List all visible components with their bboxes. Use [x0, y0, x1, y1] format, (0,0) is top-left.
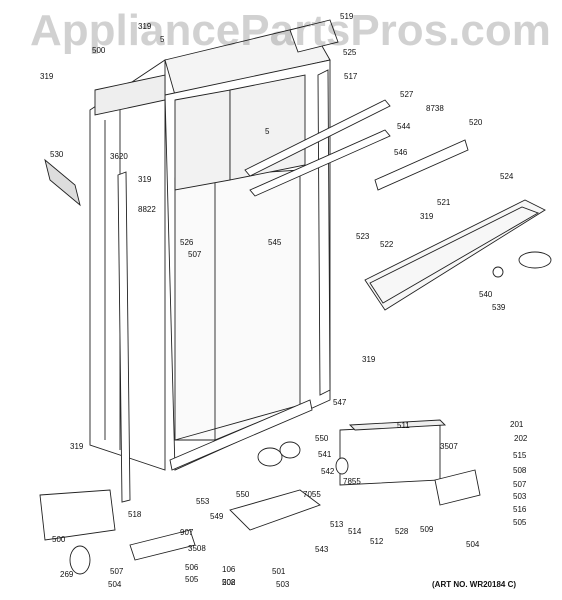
part-label: 545 [268, 238, 282, 247]
part-label: 319 [138, 175, 152, 184]
part-label: 543 [315, 545, 329, 554]
bracket-500 [39, 489, 116, 541]
part-label: 507 [188, 250, 202, 259]
part-label: 515 [513, 451, 527, 460]
trim-strip-518 [117, 171, 131, 503]
part-label: 512 [370, 537, 384, 546]
part-label: 507 [513, 480, 527, 489]
side-rail [289, 19, 339, 396]
part-label: 550 [236, 490, 250, 499]
part-label: 523 [356, 232, 370, 241]
part-label: 506 [185, 563, 199, 572]
part-label: 517 [344, 72, 358, 81]
part-label: 503 [513, 492, 527, 501]
part-label: 504 [108, 580, 122, 589]
part-label: 540 [479, 290, 493, 299]
part-label: 520 [469, 118, 483, 127]
part-label: 546 [394, 148, 408, 157]
part-label: 511 [397, 421, 410, 430]
part-label: 530 [50, 150, 64, 159]
part-label: 509 [420, 525, 434, 534]
part-label: 508 [222, 578, 236, 587]
part-label: 5 [160, 35, 165, 44]
part-label: 7855 [343, 477, 361, 486]
part-label: 553 [196, 497, 210, 506]
part-label: 514 [348, 527, 362, 536]
part-label: 8738 [426, 104, 444, 113]
part-label: 319 [138, 22, 152, 31]
part-label: 8822 [138, 205, 156, 214]
part-label: 539 [492, 303, 506, 312]
part-label: 319 [420, 212, 434, 221]
part-label: 542 [321, 467, 335, 476]
part-label: 503 [276, 580, 290, 589]
part-label: 505 [185, 575, 199, 584]
part-label: 544 [397, 122, 411, 131]
hinge-parts [44, 158, 552, 575]
part-label: 201 [510, 420, 524, 429]
part-label: 508 [513, 466, 527, 475]
part-label: 519 [340, 12, 354, 21]
part-label: 505 [513, 518, 527, 527]
part-label: 202 [222, 578, 236, 587]
part-label: 521 [437, 198, 451, 207]
part-label: 500 [92, 46, 106, 55]
mullion-547 [169, 399, 313, 471]
part-label: 550 [315, 434, 329, 443]
part-label: 319 [40, 72, 54, 81]
part-label: 500 [52, 535, 66, 544]
part-label: 3507 [440, 442, 458, 451]
part-label: 106 [222, 565, 236, 574]
part-label: 522 [380, 240, 394, 249]
part-label: 507 [110, 567, 124, 576]
grille-524 [364, 199, 546, 311]
part-label: 269 [60, 570, 74, 579]
part-label: 7055 [303, 490, 321, 499]
art-number: (ART NO. WR20184 C) [432, 580, 517, 589]
rails [244, 99, 391, 197]
fresh-food-case [89, 24, 331, 471]
part-label: 547 [333, 398, 347, 407]
part-label: 3620 [110, 152, 128, 161]
part-label: 528 [395, 527, 409, 536]
part-label: 518 [128, 510, 142, 519]
part-label: 202 [514, 434, 528, 443]
part-label: 501 [272, 567, 286, 576]
part-label: 3508 [188, 544, 206, 553]
bracket-520 [374, 139, 469, 191]
part-label: 504 [466, 540, 480, 549]
part-label: 5 [265, 127, 270, 136]
plate-549 [229, 489, 321, 531]
part-label: 524 [500, 172, 514, 181]
part-label: 526 [180, 238, 194, 247]
part-label: 525 [343, 48, 357, 57]
part-label: 541 [318, 450, 332, 459]
part-label: 319 [70, 442, 84, 451]
part-label: 513 [330, 520, 344, 529]
watermark: AppliancePartsPros.com [30, 6, 551, 55]
part-label: 527 [400, 90, 414, 99]
part-label: 319 [362, 355, 376, 364]
part-label: 549 [210, 512, 224, 521]
part-label: 907 [180, 528, 194, 537]
part-label: 516 [513, 505, 527, 514]
control-housing-511 [339, 424, 441, 486]
